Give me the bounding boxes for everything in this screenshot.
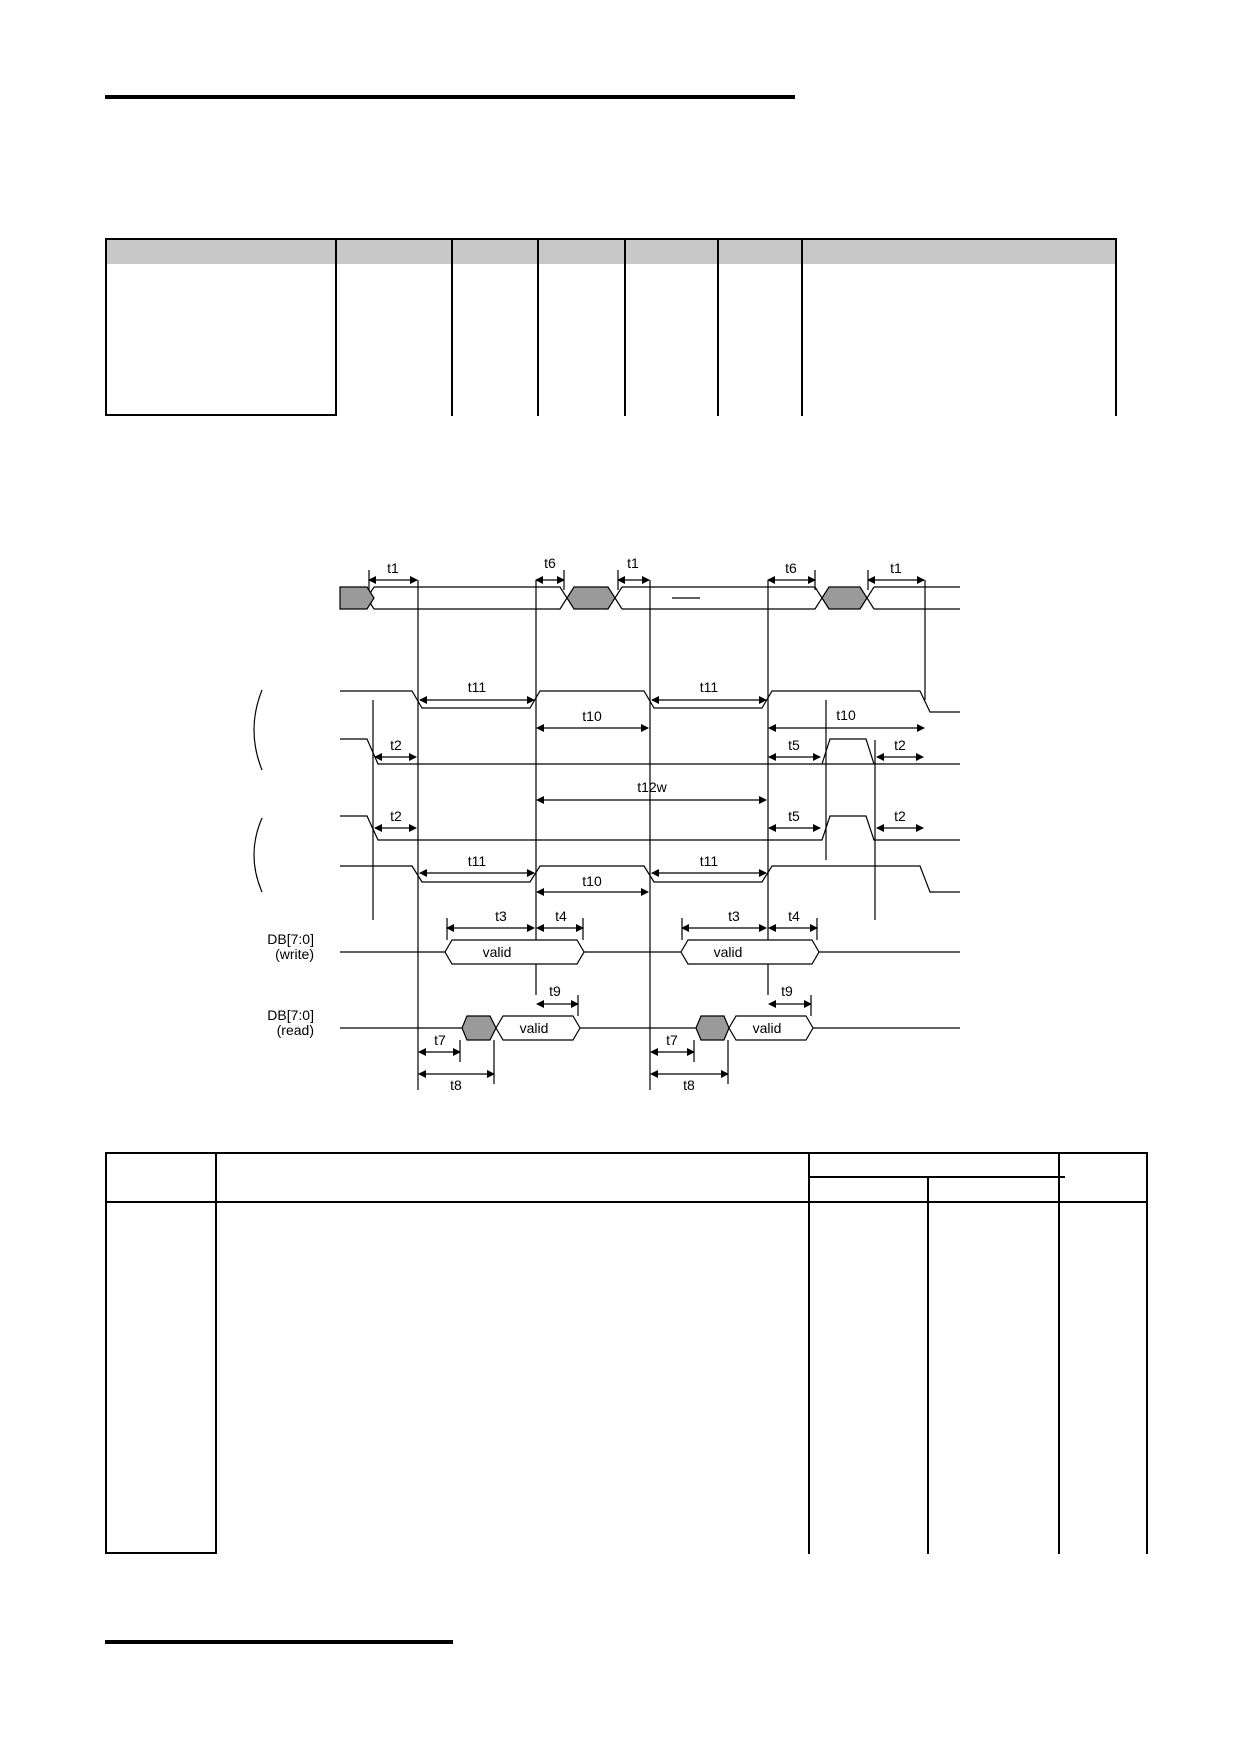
- bracket-lower: [253, 817, 263, 893]
- table-top-col-5: [717, 238, 719, 416]
- label-t1-1: t1: [387, 560, 399, 576]
- label-t2-3: t2: [390, 808, 402, 824]
- hatch-1: [339, 586, 375, 610]
- label-t6-1: t6: [544, 555, 556, 571]
- label-valid-read-1: valid: [520, 1020, 549, 1036]
- table-top-col-4: [624, 238, 626, 416]
- hatch-5: [695, 1015, 730, 1041]
- label-t9-1: t9: [549, 983, 561, 999]
- label-t4-1: t4: [555, 908, 567, 924]
- hatch-4: [461, 1015, 497, 1041]
- label-t6-2: t6: [785, 560, 797, 576]
- table-bottom-col-3: [927, 1176, 929, 1554]
- table-top-col-2: [451, 238, 453, 416]
- table-top-col-0: [105, 238, 107, 416]
- label-valid-write-1: valid: [483, 944, 512, 960]
- table-bottom: [105, 1152, 1148, 1554]
- label-t5-2: t5: [788, 808, 800, 824]
- table-bottom-col-5: [1146, 1152, 1148, 1554]
- label-t12w: t12w: [637, 779, 667, 795]
- rw-signal: [340, 815, 960, 841]
- table-bottom-sub-header-line: [808, 1176, 1065, 1178]
- label-t2-4: t2: [894, 808, 906, 824]
- header-rule: [105, 95, 795, 99]
- label-t8-2: t8: [683, 1077, 695, 1093]
- db-write-valid-2: [680, 939, 820, 965]
- table-top-col-7: [1115, 238, 1117, 416]
- hatch-3: [821, 586, 868, 610]
- footer-rule: [105, 1640, 453, 1644]
- table-bottom-col-1: [215, 1152, 217, 1554]
- cs-signal: [340, 690, 960, 713]
- table-top-border-bottom: [105, 414, 337, 416]
- label-t9-2: t9: [781, 983, 793, 999]
- label-t11-3: t11: [468, 853, 487, 869]
- table-top-header: [105, 238, 1117, 264]
- table-bottom-col-0: [105, 1152, 107, 1554]
- label-t8-1: t8: [450, 1077, 462, 1093]
- label-t11-4: t11: [700, 853, 719, 869]
- label-t4-2: t4: [788, 908, 800, 924]
- db-write-valid-1: [444, 939, 585, 965]
- rs-signal: [340, 738, 960, 765]
- table-top: [105, 238, 1117, 416]
- label-valid-read-2: valid: [753, 1020, 782, 1036]
- table-top-border-top: [105, 238, 1117, 240]
- signal-db-write: DB[7:0]: [267, 931, 314, 947]
- table-bottom-border-top: [105, 1152, 1148, 1154]
- table-top-col-6: [801, 238, 803, 416]
- table-bottom-col-2: [808, 1152, 810, 1554]
- address-bus-3: [866, 586, 960, 610]
- label-t1-3: t1: [890, 560, 902, 576]
- label-t10-1: t10: [582, 708, 602, 724]
- label-t11-2: t11: [700, 679, 719, 695]
- address-bus-2: [614, 586, 823, 610]
- label-t1-2: t1: [627, 555, 639, 571]
- label-t2-1: t2: [390, 737, 402, 753]
- label-t10-2: t10: [836, 707, 856, 723]
- signal-db-read: DB[7:0]: [267, 1007, 314, 1023]
- label-t3-2: t3: [728, 908, 740, 924]
- signal-db-read-sub: (read): [277, 1022, 314, 1038]
- label-t7-2: t7: [666, 1032, 678, 1048]
- label-t2-2: t2: [894, 737, 906, 753]
- table-top-col-3: [537, 238, 539, 416]
- e-signal: [340, 865, 960, 893]
- rs-pulse: [821, 738, 875, 765]
- bracket-upper: [253, 689, 263, 771]
- table-bottom-border-bottom: [105, 1552, 217, 1554]
- address-bus-1: [366, 586, 568, 610]
- label-t7-1: t7: [434, 1032, 446, 1048]
- signal-db-write-sub: (write): [275, 946, 314, 962]
- label-valid-write-2: valid: [714, 944, 743, 960]
- table-bottom-col-4: [1058, 1152, 1060, 1554]
- label-t11-1: t11: [468, 679, 487, 695]
- table-top-col-1: [335, 238, 337, 416]
- label-t10-3: t10: [582, 873, 602, 889]
- hatch-2: [566, 586, 616, 610]
- label-t5-1: t5: [788, 737, 800, 753]
- label-t3-1: t3: [495, 908, 507, 924]
- table-bottom-header-line: [105, 1201, 1148, 1203]
